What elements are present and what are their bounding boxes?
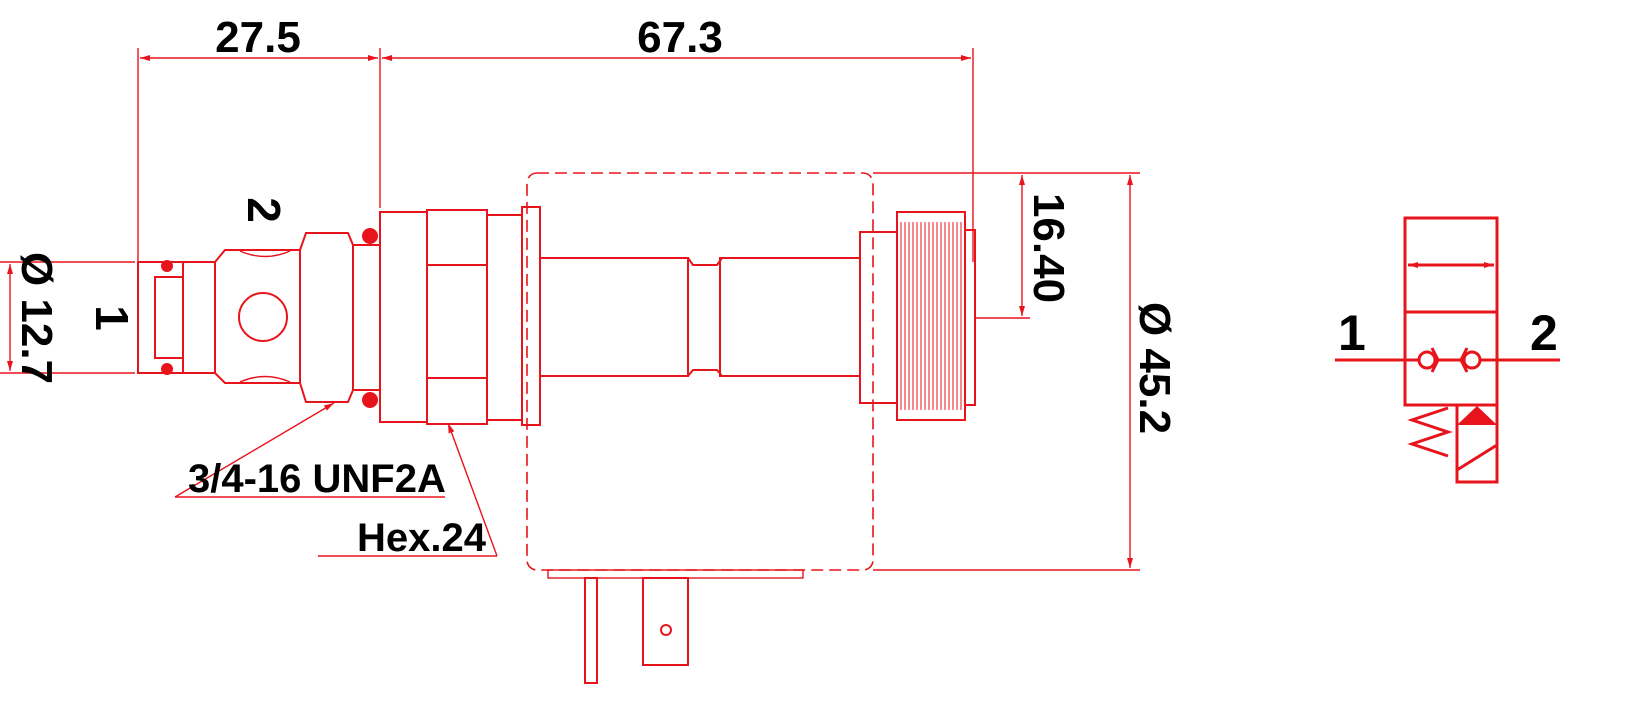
terminal-tab [642, 577, 689, 666]
o-ring [161, 363, 173, 375]
symbol-port-2-label: 2 [1530, 305, 1558, 361]
check-valve-icon [1462, 350, 1482, 370]
dim-16-40-label: 16.40 [1024, 193, 1073, 303]
thread-callout: 3/4-16 UNF2A [188, 457, 446, 501]
tube [539, 257, 689, 377]
spring-icon [1407, 406, 1453, 458]
cross-port-hole [238, 292, 288, 342]
cartridge-body [137, 206, 976, 426]
port-1-label: 1 [86, 305, 138, 331]
solenoid-icon [1455, 403, 1499, 484]
coil-outline [526, 172, 874, 571]
coil-connector [547, 569, 804, 684]
dim-45-2-label: Ø 45.2 [1130, 302, 1179, 434]
thread-leader [174, 402, 335, 498]
dim-27-5-label: 27.5 [215, 13, 301, 62]
knurled-nut [896, 211, 966, 421]
check-valve-icon [1417, 350, 1437, 370]
symbol-port-1-label: 1 [1338, 305, 1366, 361]
hex-nut [426, 209, 488, 425]
dim-12-7-label: Ø 12.7 [12, 252, 61, 384]
o-ring [362, 392, 378, 408]
hex-callout: Hex.24 [357, 516, 487, 560]
dimension-lines [0, 48, 1140, 571]
o-ring [161, 260, 173, 272]
dim-67-3-label: 67.3 [637, 13, 723, 62]
o-ring [362, 228, 378, 244]
hydraulic-symbol [1335, 216, 1560, 484]
terminal-pin [584, 577, 598, 684]
port-2-label: 2 [238, 197, 290, 223]
hex-leader [447, 422, 498, 557]
